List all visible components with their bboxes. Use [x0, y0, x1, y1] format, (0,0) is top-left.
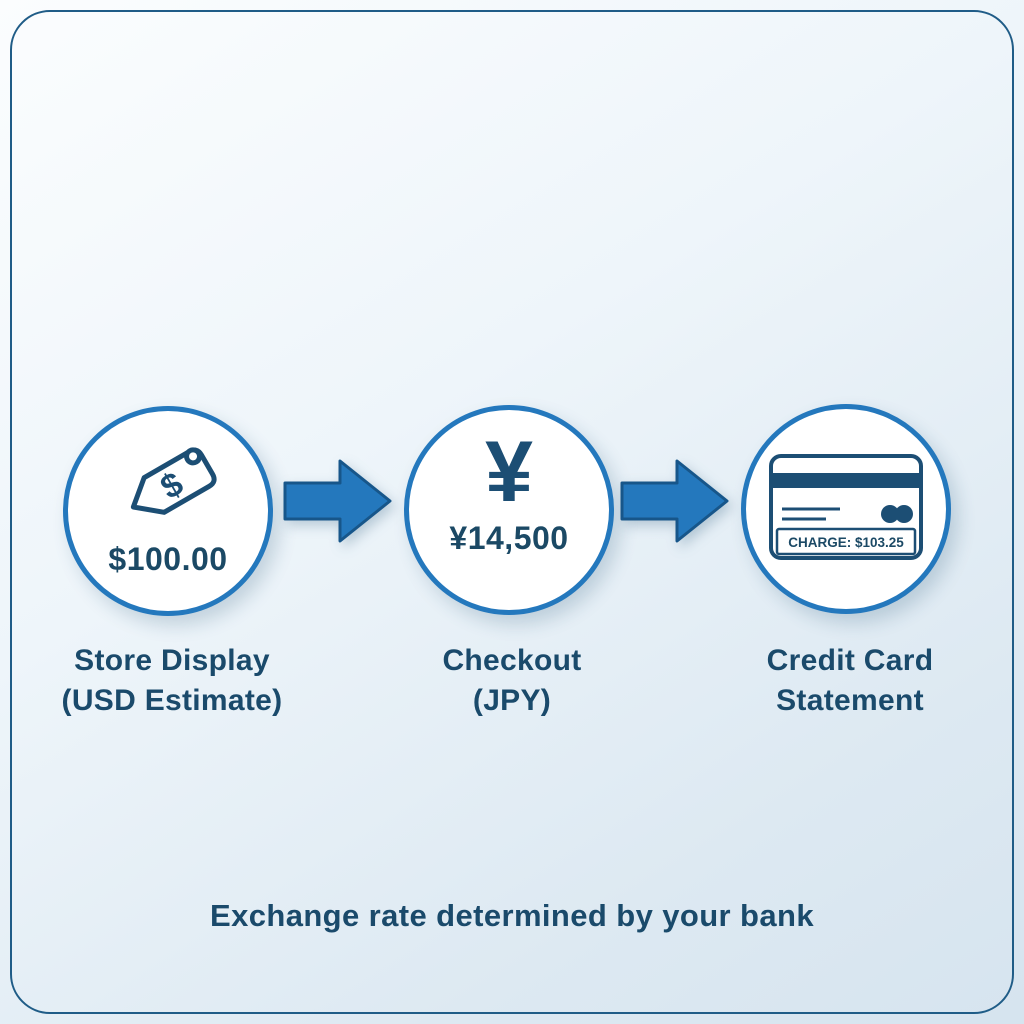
store-display-amount: $100.00: [108, 541, 228, 577]
checkout-amount: ¥14,500: [449, 520, 569, 556]
caption-line: Store Display: [74, 644, 270, 677]
footer-note: Exchange rate determined by your bank: [210, 898, 814, 933]
card-logo-circle: [895, 505, 913, 523]
step-circle-store-display: $ $100.00: [63, 406, 273, 616]
caption-checkout: Checkout (JPY): [340, 641, 684, 721]
price-tag-icon: $: [130, 447, 217, 515]
credit-card-icon: CHARGE: $103.25: [769, 454, 923, 560]
card-logo-circle: [881, 505, 899, 523]
caption-credit-card: Credit Card Statement: [678, 641, 1022, 721]
caption-line: Checkout: [442, 644, 582, 677]
diagram-frame: [10, 10, 1014, 1014]
caption-store-display: Store Display (USD Estimate): [0, 641, 344, 721]
charge-label: CHARGE: $103.25: [788, 535, 904, 550]
step-circle-checkout: ¥ ¥14,500: [404, 405, 614, 615]
yen-icon: ¥: [485, 424, 533, 520]
card-magnetic-stripe: [773, 473, 919, 488]
flow-arrow-1-icon: [283, 459, 392, 543]
caption-line: Statement: [776, 684, 924, 717]
step-circle-credit-card: CHARGE: $103.25: [741, 404, 951, 614]
flow-arrow-2-icon: [620, 459, 729, 543]
caption-line: (USD Estimate): [61, 684, 283, 717]
charge-label-box: [775, 527, 917, 556]
caption-line: Credit Card: [766, 644, 934, 677]
caption-line: (JPY): [472, 684, 552, 717]
